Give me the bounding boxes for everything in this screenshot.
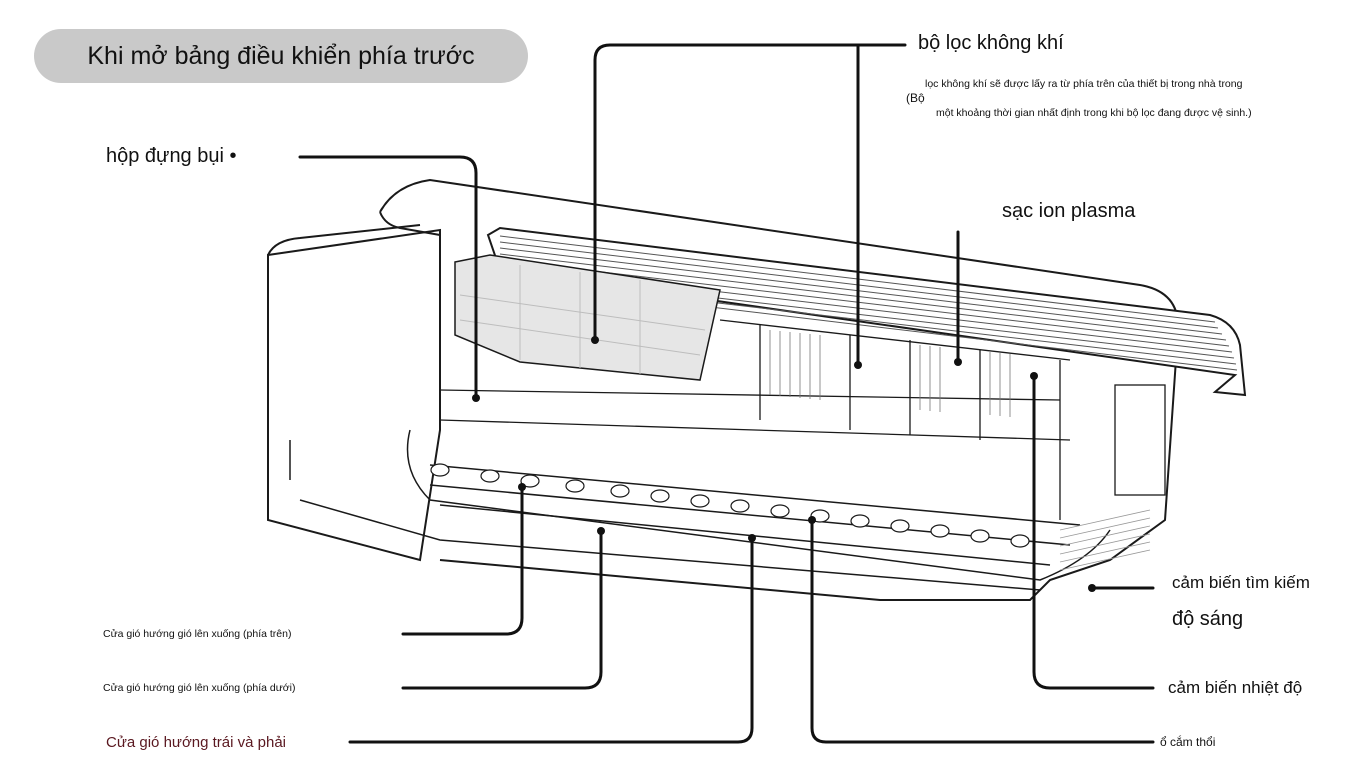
outlet-area [299, 429, 1111, 591]
label-filter-note-line1: lọc không khí sẽ được lấy ra từ phía trê… [925, 78, 1243, 90]
air-filter-grid [459, 265, 706, 374]
title-pill: Khi mở bảng điều khiển phía trước [34, 29, 528, 83]
front-panel-flap [486, 226, 1247, 397]
label-brightness-sensor-line1: cảm biến tìm kiếm [1172, 573, 1310, 592]
leader-dots [472, 336, 1096, 592]
page-title: Khi mở bảng điều khiển phía trước [87, 41, 475, 70]
label-plasma-ion: sạc ion plasma [1002, 200, 1136, 222]
label-louver-left-right: Cửa gió hướng trái và phải [106, 734, 287, 751]
label-temperature-sensor: cảm biến nhiệt độ [1168, 678, 1303, 697]
fan-blades [769, 330, 1011, 417]
indoor-unit-body [267, 178, 1180, 601]
label-filter-note-prefix: (Bộ [906, 91, 925, 105]
louver-fins [430, 463, 1030, 548]
label-filter-note-line2: một khoảng thời gian nhất định trong khi… [936, 107, 1252, 119]
label-outlet: ổ cắm thổi [1160, 735, 1216, 749]
label-air-filter: bộ lọc không khí [918, 32, 1064, 54]
label-brightness-sensor-line2: độ sáng [1172, 608, 1244, 630]
label-louver-lower: Cửa gió hướng gió lên xuống (phía dưới) [103, 682, 296, 694]
unit-interior [439, 319, 1166, 520]
label-louver-upper: Cửa gió hướng gió lên xuống (phía trên) [103, 628, 292, 640]
leader-lines [298, 43, 1155, 744]
label-dust-box: hộp đựng bụi • [106, 145, 237, 167]
outlet-grille [1059, 509, 1151, 571]
